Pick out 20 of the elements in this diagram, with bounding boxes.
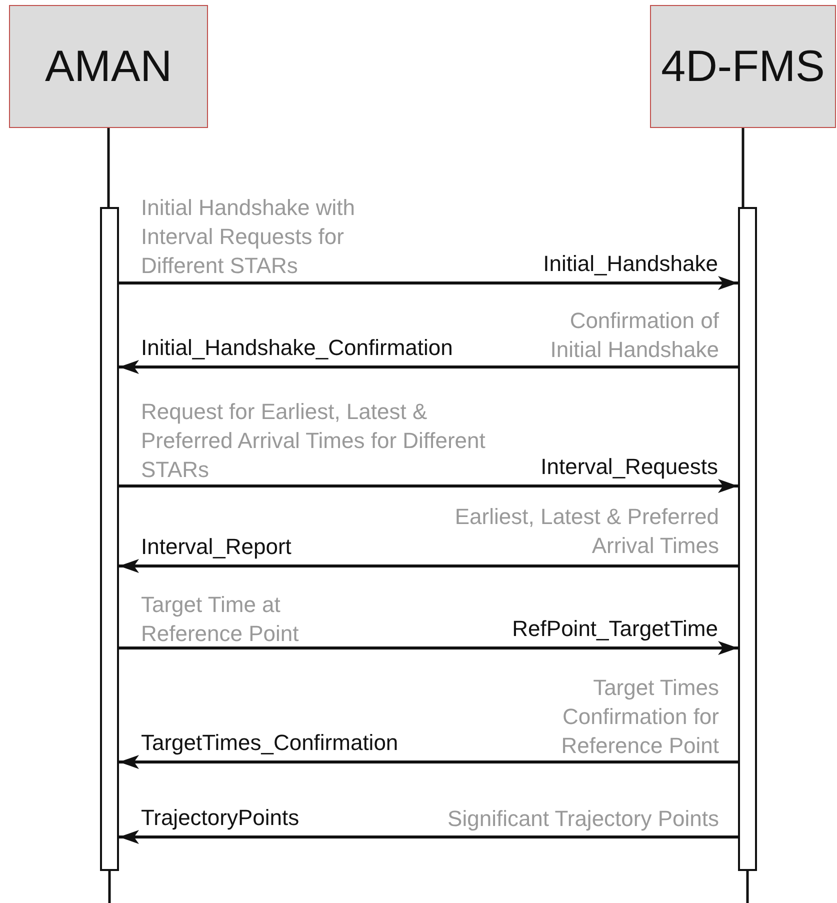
lifeline	[107, 128, 110, 207]
message-arrow	[119, 830, 738, 844]
lifeline	[742, 128, 744, 207]
participant-box: 4D-FMS	[650, 5, 836, 128]
activation-bar	[100, 207, 119, 871]
note-text: Earliest, Latest & Preferred Arrival Times	[454, 503, 719, 560]
message-arrow	[119, 641, 738, 655]
message-arrow	[119, 479, 738, 493]
note-text: Target Time at Reference Point	[141, 591, 300, 648]
note-text: Target Times Confirmation for Reference Point	[560, 674, 719, 760]
activation-bar	[738, 207, 757, 871]
message-arrow	[119, 559, 738, 573]
message-arrow	[119, 755, 738, 769]
note-text: Confirmation of Initial Handshake	[549, 307, 719, 364]
note-text: Initial Handshake with Interval Requests for Different STARs	[141, 194, 356, 280]
participant-box: AMAN	[9, 5, 208, 128]
note-text: Request for Earliest, Latest & Preferred Arrival Times for Different STARs	[141, 398, 486, 484]
message-arrow	[119, 360, 738, 374]
message-arrow	[119, 276, 738, 290]
note-text: Significant Trajectory Points	[448, 805, 719, 833]
